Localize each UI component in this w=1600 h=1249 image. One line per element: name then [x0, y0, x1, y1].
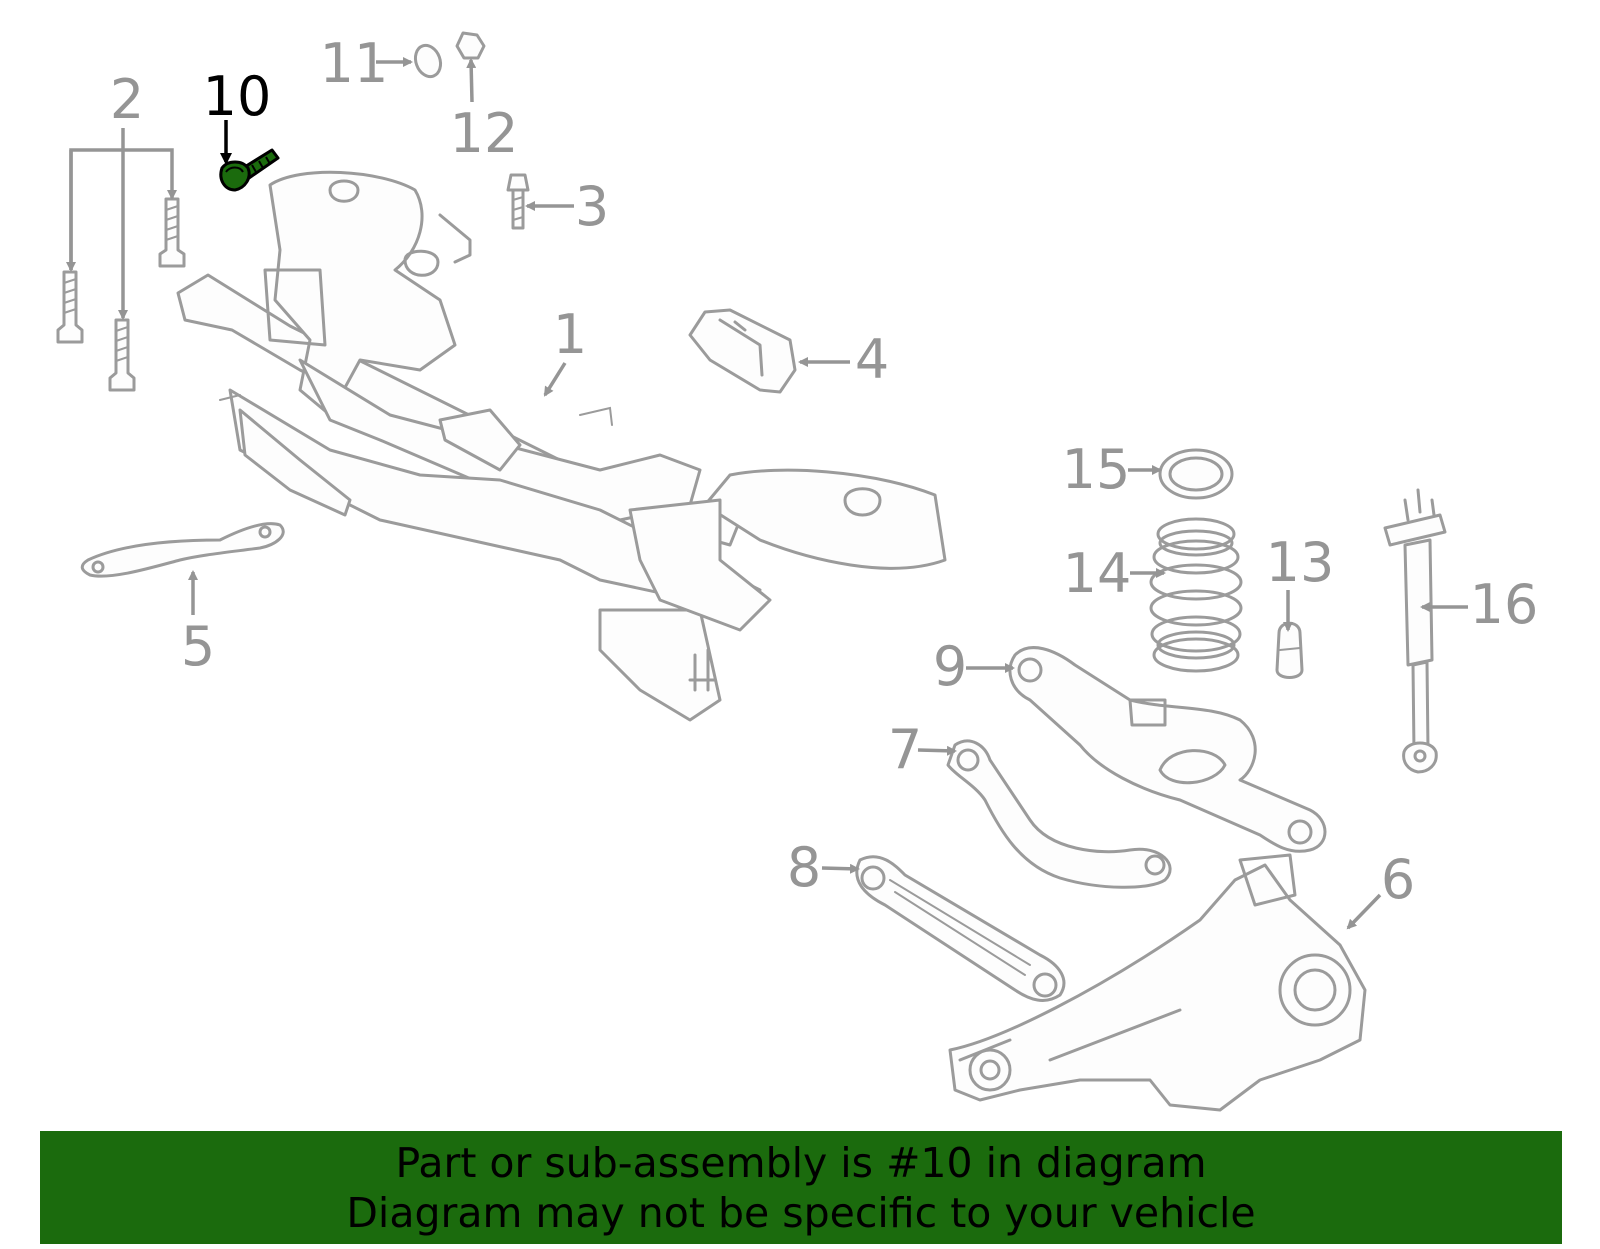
callout-label-16[interactable]: 16	[1470, 573, 1539, 636]
callout-label-3[interactable]: 3	[575, 175, 609, 238]
callout-label-14[interactable]: 14	[1063, 542, 1132, 605]
info-banner: Part or sub-assembly is #10 in diagram D…	[40, 1131, 1562, 1244]
callout-label-12[interactable]: 12	[450, 102, 519, 165]
bolt-part-10[interactable]	[219, 148, 280, 192]
callout-label-4[interactable]: 4	[855, 328, 889, 391]
banner-part-notice: Part or sub-assembly is #10 in diagram	[395, 1138, 1207, 1187]
callout-label-15[interactable]: 15	[1062, 438, 1131, 501]
subframe-part-1	[176, 170, 947, 722]
callouts: 1 2 3 4 5 6 7 8 9 10 11 12 13 14 15 16	[66, 32, 1539, 930]
callout-label-8[interactable]: 8	[787, 836, 821, 899]
upper-arm-part-7	[946, 739, 1172, 889]
leader-line-7	[917, 745, 957, 756]
leader-line-12	[466, 58, 477, 103]
bolt-part-3	[506, 173, 530, 230]
callout-label-13[interactable]: 13	[1266, 531, 1335, 594]
leader-line-6	[1346, 893, 1382, 930]
coil-spring-part-14	[1149, 517, 1243, 673]
spring-seat-part-15	[1158, 448, 1234, 500]
leader-line-8	[821, 863, 860, 874]
bolts-part-2	[56, 197, 186, 392]
lower-link-part-8	[855, 855, 1066, 1002]
callout-label-9[interactable]: 9	[933, 635, 967, 698]
knuckle-part-6	[948, 853, 1367, 1112]
callout-label-7[interactable]: 7	[888, 718, 922, 781]
callout-label-5[interactable]: 5	[181, 615, 215, 678]
callout-label-6[interactable]: 6	[1381, 848, 1415, 911]
mount-part-4	[688, 308, 797, 394]
nut-part-12	[455, 31, 486, 60]
callout-label-1[interactable]: 1	[553, 303, 587, 366]
bump-stop-part-13	[1275, 621, 1304, 679]
washer-part-11	[413, 43, 443, 79]
lower-arm-part-9	[1008, 646, 1327, 853]
shock-absorber-part-16	[1383, 488, 1447, 774]
banner-disclaimer: Diagram may not be specific to your vehi…	[346, 1188, 1256, 1237]
callout-label-2[interactable]: 2	[110, 68, 144, 131]
leader-line-1	[543, 362, 567, 397]
callout-label-10[interactable]: 10	[203, 65, 272, 128]
link-bar-part-5	[80, 522, 285, 578]
